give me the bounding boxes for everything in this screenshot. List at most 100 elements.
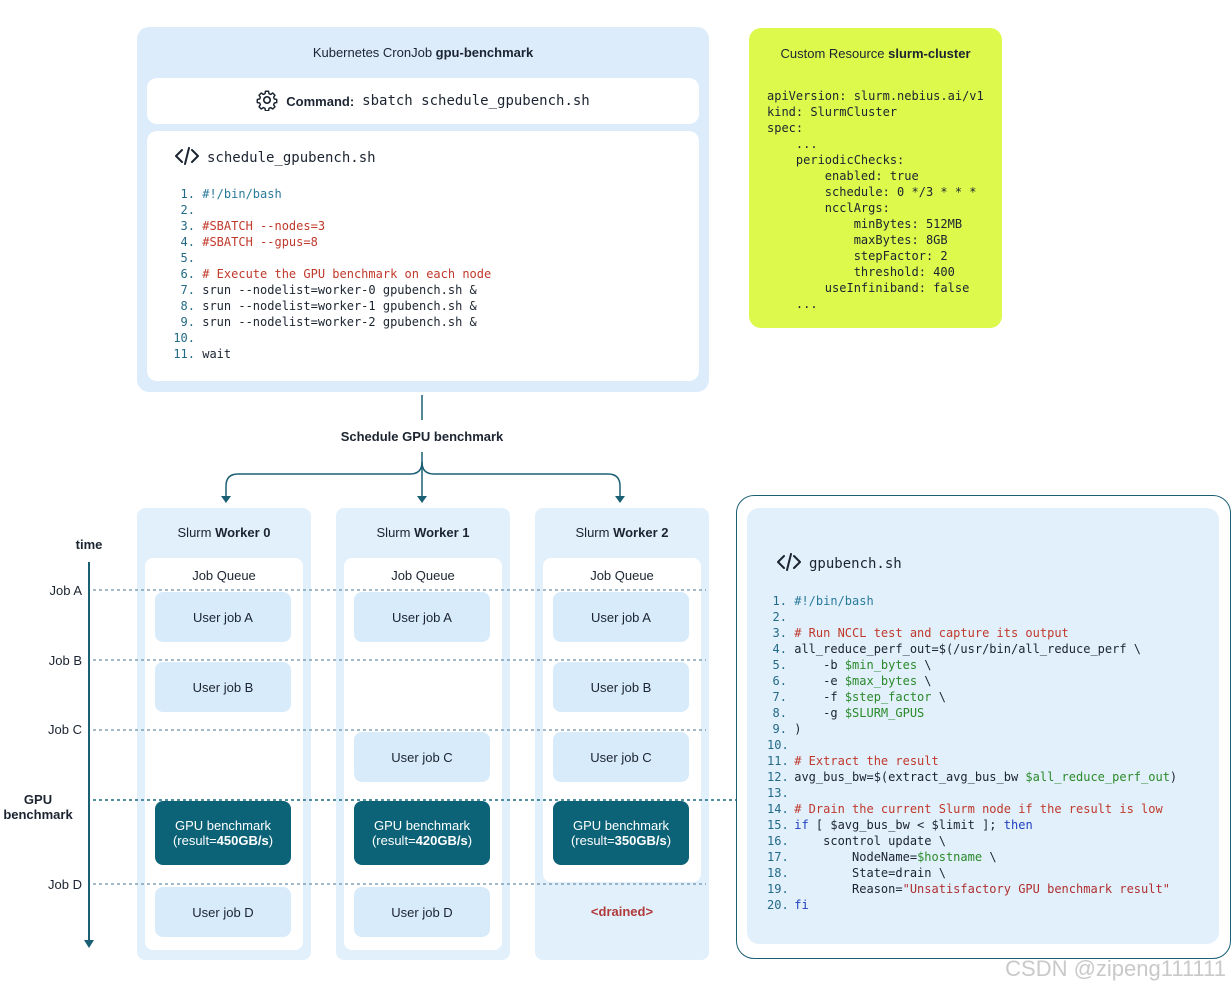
cr-line: spec: — [767, 121, 804, 135]
code-text: ) — [1169, 770, 1178, 784]
line-number: 3. — [180, 219, 195, 233]
benchmark-label: GPU benchmark — [174, 818, 272, 833]
line-number: 2. — [772, 610, 787, 624]
command-value: sbatch schedule_gpubench.sh — [362, 93, 590, 109]
command-label: Command: — [286, 93, 355, 109]
cr-line: ncclArgs: — [767, 201, 890, 215]
code-line: 11. # Extract the result — [767, 753, 1177, 769]
line-number: 2. — [180, 203, 195, 217]
code-line: 3. #SBATCH --nodes=3 — [167, 218, 491, 234]
code-text: NodeName= — [794, 850, 918, 864]
code-text: all_reduce_perf_out=$(/usr/bin/all_reduc… — [794, 642, 1142, 656]
code-text: $min_bytes — [844, 658, 918, 672]
code-icon — [175, 147, 199, 169]
cr-line: schedule: 0 */3 * * * — [767, 185, 977, 199]
line-number: 8. — [180, 299, 195, 313]
code-line: 9. srun --nodelist=worker-2 gpubench.sh … — [167, 314, 491, 330]
code-text: wait — [202, 347, 232, 361]
user-job: User job D — [354, 887, 490, 937]
code-text: \ — [917, 674, 932, 688]
code-line: 5. -b $min_bytes \ — [767, 657, 1177, 673]
code-text: -g — [794, 706, 845, 720]
cr-line: periodicChecks: — [767, 153, 905, 167]
code-line: 10. — [767, 737, 1177, 753]
line-number: 1. — [772, 594, 787, 608]
schedule-script-filename: schedule_gpubench.sh — [207, 150, 376, 166]
code-line: 5. — [167, 250, 491, 266]
custom-resource-title-name: slurm-cluster — [888, 46, 971, 61]
cr-line: minBytes: 512MB — [767, 217, 963, 231]
code-line: 20. fi — [767, 897, 1177, 913]
user-job: User job C — [354, 732, 490, 782]
code-line: 4. all_reduce_perf_out=$(/usr/bin/all_re… — [767, 641, 1177, 657]
code-line: 9. ) — [767, 721, 1177, 737]
line-number: 13. — [767, 786, 789, 800]
gpu-benchmark-result: GPU benchmark(result=450GB/s) — [155, 801, 291, 865]
user-job: User job A — [155, 592, 291, 642]
code-text: \ — [982, 850, 997, 864]
command-box: Command: sbatch schedule_gpubench.sh — [147, 78, 699, 124]
code-text: avg_bus_bw=$(extract_avg_bus_bw — [794, 770, 1026, 784]
line-number: 19. — [767, 882, 789, 896]
cr-line: enabled: true — [767, 169, 919, 183]
code-line: 13. — [767, 785, 1177, 801]
code-text: -e — [794, 674, 845, 688]
code-text: State=drain \ — [794, 866, 946, 880]
cr-line: kind: SlurmCluster — [767, 105, 898, 119]
line-number: 5. — [180, 251, 195, 265]
code-line: 1. #!/bin/bash — [767, 593, 1177, 609]
gpu-benchmark-result: GPU benchmark(result=420GB/s) — [354, 801, 490, 865]
time-label: Job A — [49, 583, 82, 598]
cr-line: ... — [767, 137, 818, 151]
cr-line: threshold: 400 — [767, 265, 955, 279]
time-axis-arrowhead — [84, 940, 94, 948]
user-job: User job B — [155, 662, 291, 712]
benchmark-label: GPU benchmark — [572, 818, 670, 833]
cronjob-title-prefix: Kubernetes CronJob — [312, 45, 436, 60]
gpubench-filename: gpubench.sh — [809, 556, 902, 572]
job-queue-title: Job Queue — [590, 568, 654, 583]
code-line: 7. srun --nodelist=worker-0 gpubench.sh … — [167, 282, 491, 298]
cr-line: ... — [767, 297, 818, 311]
arrowhead-worker-0 — [221, 496, 231, 503]
time-axis-label: time — [75, 537, 103, 552]
cr-line: apiVersion: slurm.nebius.ai/v1 — [767, 89, 984, 103]
worker-title: Slurm Worker 2 — [535, 525, 709, 540]
gear-icon — [256, 89, 278, 114]
code-text: # Execute the GPU benchmark on each node — [202, 267, 492, 281]
line-number: 10. — [173, 331, 195, 345]
connector-branch-right — [421, 461, 621, 498]
benchmark-result: (result=450GB/s) — [173, 833, 273, 848]
code-line: 4. #SBATCH --gpus=8 — [167, 234, 491, 250]
cronjob-title: Kubernetes CronJob gpu-benchmark — [137, 45, 709, 60]
code-line: 10. — [167, 330, 491, 346]
cr-line: stepFactor: 2 — [767, 249, 948, 263]
user-job: User job A — [354, 592, 490, 642]
line-number: 14. — [767, 802, 789, 816]
code-text: srun --nodelist=worker-1 gpubench.sh & — [202, 299, 477, 313]
arrowhead-worker-2 — [615, 496, 625, 503]
worker-title: Slurm Worker 0 — [137, 525, 311, 540]
benchmark-label: GPU benchmark — [373, 818, 471, 833]
line-number: 12. — [767, 770, 789, 784]
code-text: #SBATCH --gpus=8 — [202, 235, 318, 249]
code-text: Reason= — [794, 882, 903, 896]
user-job: User job A — [553, 592, 689, 642]
benchmark-result: (result=420GB/s) — [372, 833, 472, 848]
code-text: $step_factor — [844, 690, 932, 704]
code-line: 12. avg_bus_bw=$(extract_avg_bus_bw $all… — [767, 769, 1177, 785]
code-line: 7. -f $step_factor \ — [767, 689, 1177, 705]
code-line: 6. -e $max_bytes \ — [767, 673, 1177, 689]
line-number: 20. — [767, 898, 789, 912]
line-number: 9. — [180, 315, 195, 329]
